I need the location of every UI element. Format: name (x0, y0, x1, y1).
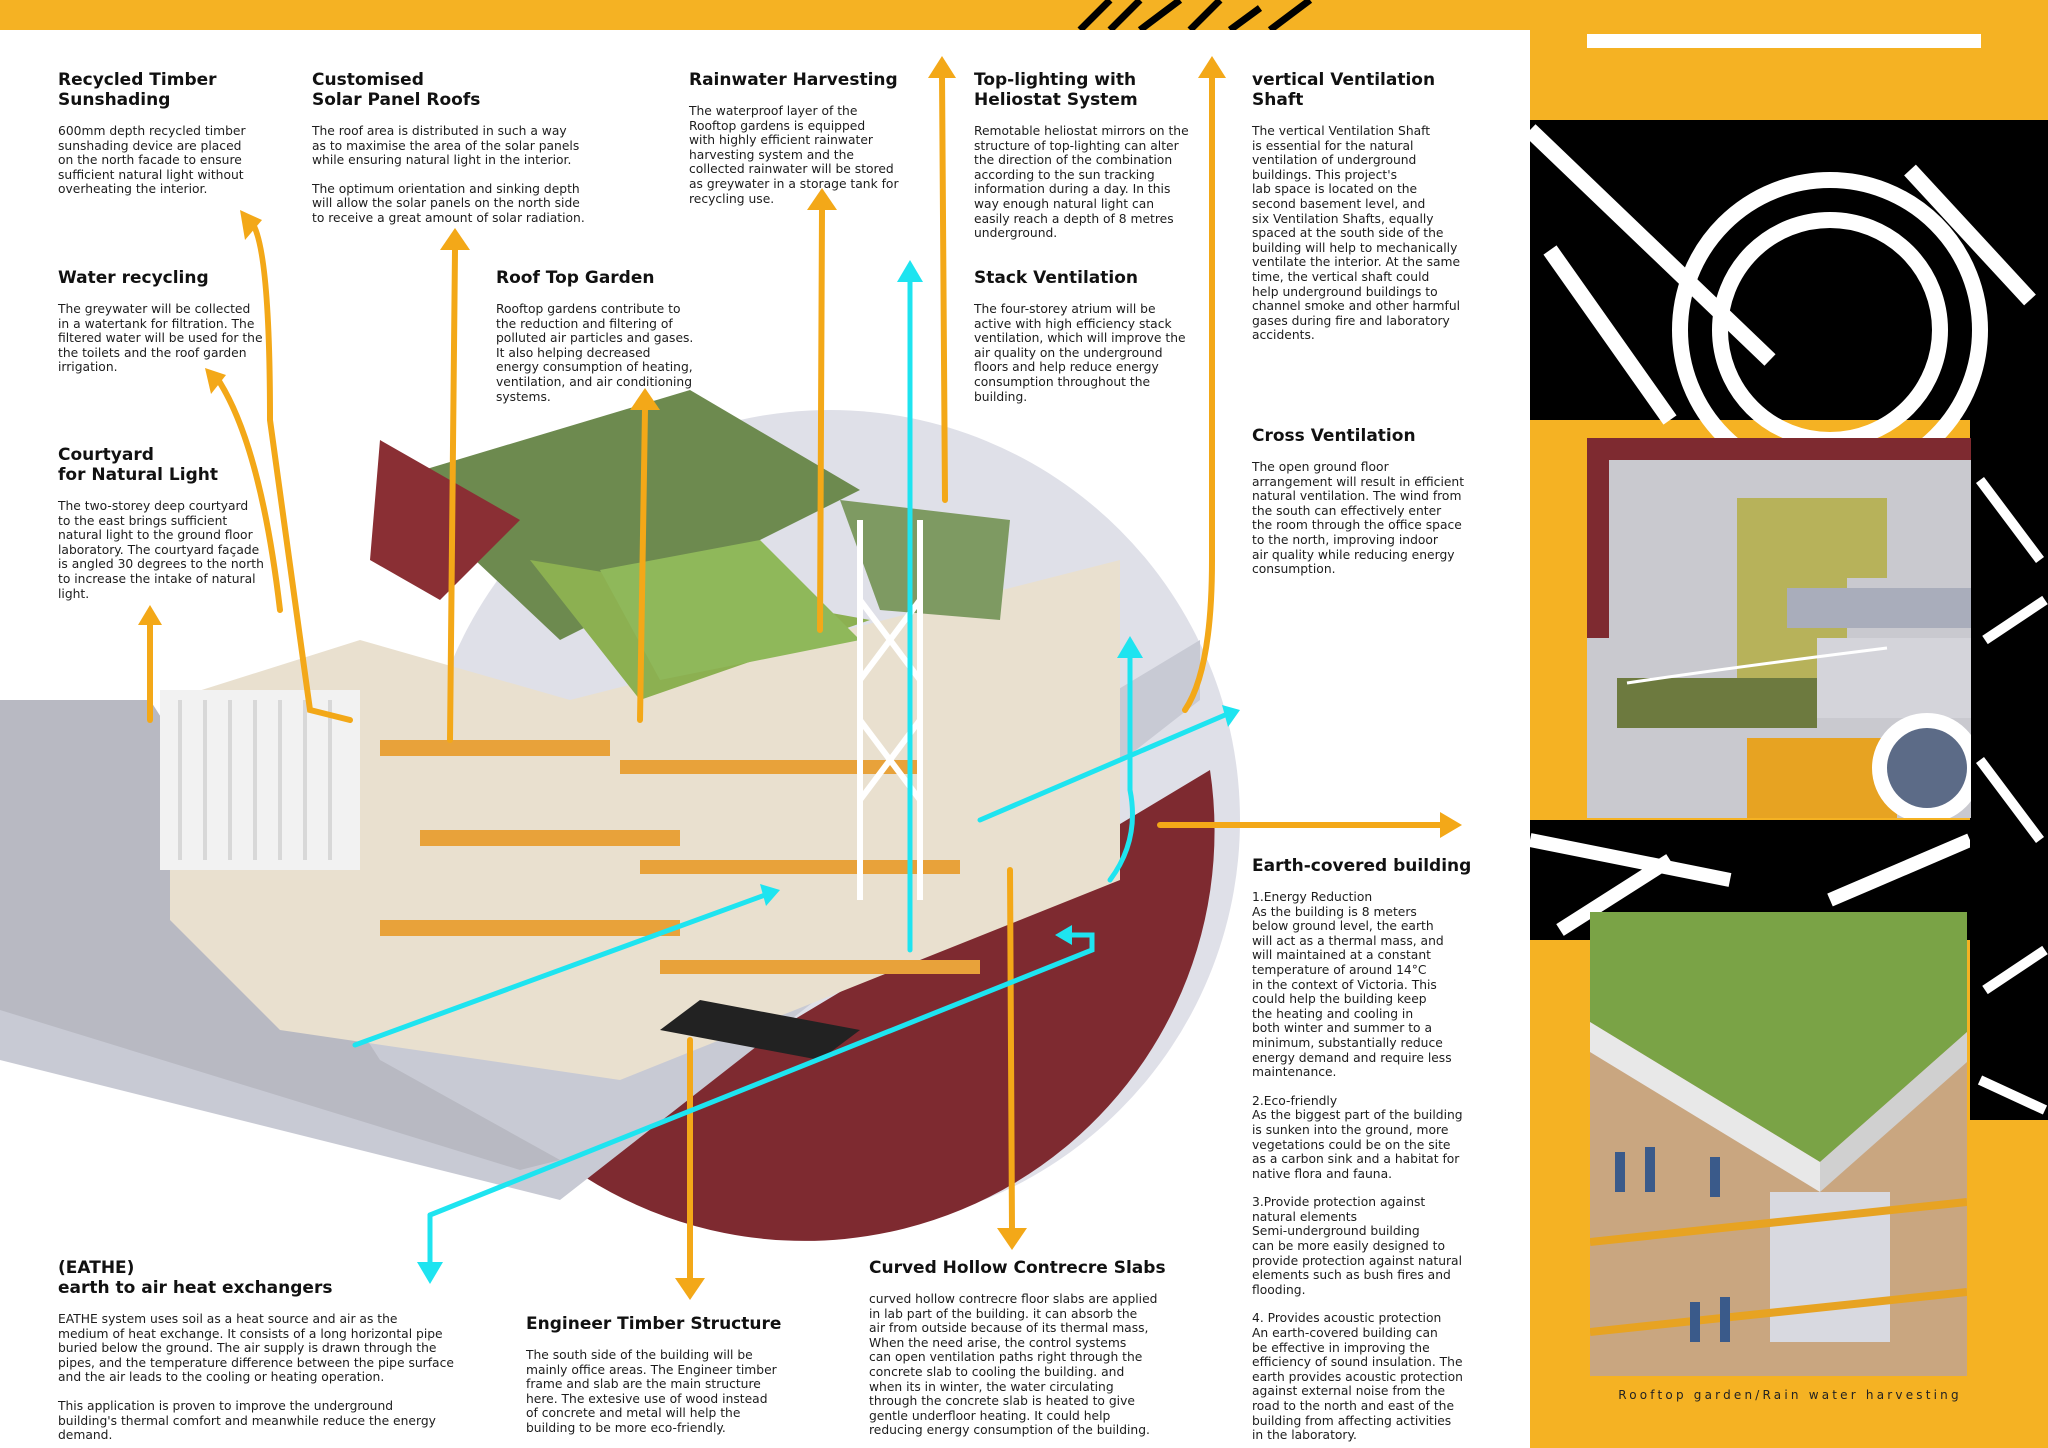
water-recycling-title: Water recycling (58, 268, 209, 288)
courtyard-block: Courtyard for Natural Light The two-stor… (58, 445, 288, 601)
solar-roofs-body: The roof area is distributed in such a w… (312, 124, 580, 168)
eathe-block: (EATHE) earth to air heat exchangers EAT… (58, 1258, 478, 1443)
earth-covered-block: Earth-covered building 1.Energy Reductio… (1252, 856, 1522, 1443)
shaft-cyan-arrow (1107, 652, 1135, 883)
solar-roofs-block: Customised Solar Panel Roofs The roof ar… (312, 70, 612, 226)
rainwater-arrow (817, 207, 825, 633)
solar-roofs-body-2: The optimum orientation and sinking dept… (312, 181, 585, 225)
solar-roofs-title: Customised Solar Panel Roofs (312, 70, 481, 110)
earth-covered-p2: 2.Eco-friendly As the biggest part of th… (1252, 1093, 1463, 1181)
cyan-arrowheads (417, 260, 1240, 1284)
courtyard-plan-image (1587, 438, 1971, 818)
cyan-arrows (352, 277, 1228, 1268)
eathe-pipe (427, 932, 1095, 1218)
timber-sunshading-facade (160, 690, 360, 870)
vertical-shaft-title: vertical Ventilation Shaft (1252, 70, 1436, 110)
eathe-body: EATHE system uses soil as a heat source … (58, 1312, 454, 1385)
cross-ventilation-title: Cross Ventilation (1252, 426, 1416, 446)
orange-arrows (147, 72, 1443, 1283)
water-recycling-arrow (212, 372, 283, 613)
cross-ventilation-body: The open ground floor arrangement will r… (1252, 460, 1465, 577)
rainwater-body: The waterproof layer of the Rooftop gard… (689, 104, 899, 206)
earth-covered-p4: 4. Provides acoustic protection An earth… (1252, 1311, 1463, 1443)
eathe-body-2: This application is proven to improve th… (58, 1398, 436, 1443)
sunshading-fins (178, 700, 332, 860)
roof-garden-arrow (637, 407, 648, 723)
rooftop-garden-render (1590, 912, 1967, 1376)
photo-caption: Rooftop garden/Rain water harvesting (1618, 1388, 1962, 1402)
intake-arrow (352, 892, 768, 1048)
slabs-block: Curved Hollow Contrecre Slabs curved hol… (869, 1258, 1199, 1438)
maroon-chevron-panel (370, 440, 520, 600)
roof-garden-body: Rooftop gardens contribute to the reduct… (496, 302, 694, 404)
timber-structure-title: Engineer Timber Structure (526, 1314, 782, 1334)
water-recycling-body: The greywater will be collected in a wat… (58, 302, 263, 375)
timber-sunshading-arrow (247, 217, 353, 723)
earth-covered-p1: 1.Energy Reduction As the building is 8 … (1252, 890, 1452, 1080)
toplighting-arrow (939, 72, 948, 503)
white-title-strip (1587, 34, 1981, 48)
toplighting-title: Top-lighting with Heliostat System (974, 70, 1138, 110)
stack-ventilation-block: Stack Ventilation The four-storey atrium… (974, 268, 1214, 404)
slabs-body: curved hollow contrecre floor slabs are … (869, 1292, 1158, 1438)
vertical-shaft-arrow (1182, 72, 1215, 713)
timber-shading-body: 600mm depth recycled timber sunshading d… (58, 124, 246, 197)
water-recycling-block: Water recycling The greywater will be co… (58, 268, 288, 375)
courtyard-body: The two-storey deep courtyard to the eas… (58, 499, 264, 601)
solar-roof-right (840, 500, 1010, 620)
stack-ventilation-body: The four-storey atrium will be active wi… (974, 302, 1186, 404)
eathe-title: (EATHE) earth to air heat exchangers (58, 1258, 333, 1298)
rainwater-block: Rainwater Harvesting The waterproof laye… (689, 70, 929, 206)
building-body (170, 560, 1120, 1080)
earth-covered-title: Earth-covered building (1252, 856, 1472, 876)
timber-shading-block: Recycled Timber Sunshading 600mm depth r… (58, 70, 278, 197)
vertical-shaft-block: vertical Ventilation Shaft The vertical … (1252, 70, 1512, 343)
cross-vent-arrow (977, 712, 1228, 823)
solar-roof-arrow (447, 247, 458, 743)
rainwater-title: Rainwater Harvesting (689, 70, 898, 90)
green-roof (600, 540, 860, 680)
roof-garden-block: Roof Top Garden Rooftop gardens contribu… (496, 268, 726, 404)
vertical-shaft-body: The vertical Ventilation Shaft is essent… (1252, 124, 1461, 343)
timber-structure-block: Engineer Timber Structure The south side… (526, 1314, 816, 1436)
cross-ventilation-block: Cross Ventilation The open ground floor … (1252, 426, 1512, 577)
solar-roof-left (390, 390, 860, 640)
slab-arrow (1007, 867, 1015, 1233)
roof-garden-title: Roof Top Garden (496, 268, 655, 288)
earth-covered-p3: 3.Provide protection against natural ele… (1252, 1195, 1462, 1297)
checkered-floor (660, 1000, 860, 1060)
orange-arrowheads (138, 56, 1462, 1300)
timber-structure-body: The south side of the building will be m… (526, 1348, 777, 1435)
toplighting-block: Top-lighting with Heliostat System Remot… (974, 70, 1214, 241)
top-structure-graphic (1070, 0, 1330, 30)
courtyard-title: Courtyard for Natural Light (58, 445, 218, 485)
timber-shading-title: Recycled Timber Sunshading (58, 70, 217, 110)
toplighting-body: Remotable heliostat mirrors on the struc… (974, 124, 1189, 241)
slabs-title: Curved Hollow Contrecre Slabs (869, 1258, 1166, 1278)
stack-ventilation-title: Stack Ventilation (974, 268, 1138, 288)
building-section-diagram (0, 56, 1462, 1300)
timber-floor-slabs (380, 740, 980, 974)
